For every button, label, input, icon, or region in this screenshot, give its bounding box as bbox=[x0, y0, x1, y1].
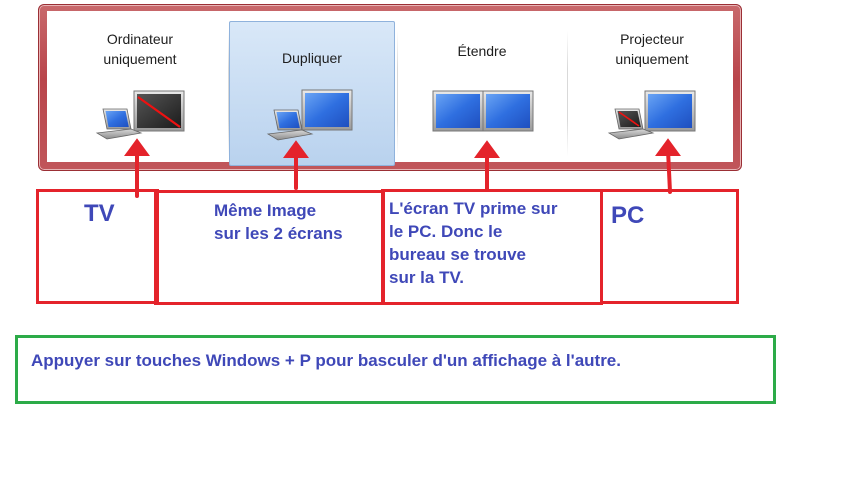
arrow-up-icon bbox=[283, 140, 309, 190]
option-label-line1: Projecteur bbox=[620, 31, 684, 47]
option-extend[interactable]: Étendre bbox=[399, 11, 565, 164]
monitor-icon bbox=[301, 89, 353, 131]
annotation-tv: TV bbox=[84, 200, 115, 227]
monitor-disabled-icon bbox=[133, 90, 185, 132]
extended-monitors-icon bbox=[432, 90, 534, 132]
projection-switcher-panel: Ordinateur uniquement Dupliquer bbox=[38, 4, 742, 171]
annotation-line: sur les 2 écrans bbox=[214, 224, 343, 243]
hint-text: Appuyer sur touches Windows + P pour bas… bbox=[31, 351, 621, 370]
annotation-duplicate: Même Image sur les 2 écrans bbox=[214, 199, 343, 245]
option-label-line1: Dupliquer bbox=[282, 50, 342, 66]
laptop-disabled-icon bbox=[607, 108, 655, 140]
annotation-box-pc bbox=[600, 189, 739, 304]
annotation-line: bureau se trouve bbox=[389, 245, 526, 264]
arrow-up-icon bbox=[655, 138, 681, 194]
option-label-line2: uniquement bbox=[103, 51, 177, 67]
arrow-up-icon bbox=[124, 138, 150, 198]
monitor-icon bbox=[644, 90, 696, 132]
option-label-line1: Étendre bbox=[457, 43, 507, 59]
arrow-up-icon bbox=[474, 140, 500, 192]
option-label: Dupliquer bbox=[230, 48, 394, 68]
option-label-line2: uniquement bbox=[615, 51, 689, 67]
option-separator bbox=[567, 31, 568, 157]
option-computer-only[interactable]: Ordinateur uniquement bbox=[57, 11, 223, 164]
annotation-pc: PC bbox=[611, 202, 645, 229]
hint-box: Appuyer sur touches Windows + P pour bas… bbox=[15, 335, 776, 404]
laptop-icon bbox=[95, 108, 143, 140]
option-label: Étendre bbox=[399, 41, 565, 61]
option-separator bbox=[228, 31, 229, 157]
laptop-icon bbox=[266, 109, 314, 141]
option-label: Ordinateur uniquement bbox=[57, 29, 223, 69]
option-label-line1: Ordinateur bbox=[106, 31, 174, 47]
annotation-line: sur la TV. bbox=[389, 268, 464, 287]
option-separator bbox=[397, 31, 398, 157]
annotation-line: le PC. Donc le bbox=[389, 222, 503, 241]
projection-options: Ordinateur uniquement Dupliquer bbox=[47, 11, 735, 166]
annotation-box-tv bbox=[36, 189, 159, 304]
annotation-extend: L'écran TV prime sur le PC. Donc le bure… bbox=[389, 197, 557, 289]
annotation-line: L'écran TV prime sur bbox=[389, 199, 558, 218]
option-projector-only[interactable]: Projecteur uniquement bbox=[569, 11, 735, 164]
option-label: Projecteur uniquement bbox=[569, 29, 735, 69]
option-duplicate[interactable]: Dupliquer bbox=[229, 21, 395, 166]
annotation-line: Même Image bbox=[214, 201, 317, 220]
